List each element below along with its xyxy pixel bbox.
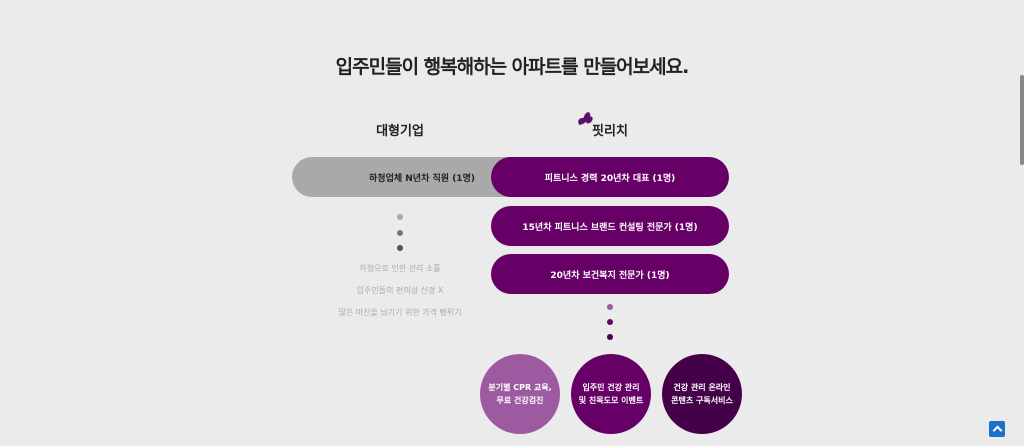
service-circle: 입주민 건강 관리 및 친목도모 이벤트 (571, 354, 651, 434)
dot-icon (607, 319, 613, 325)
drawback-note: 많은 마진을 남기기 위한 가격 뻥튀기 (338, 308, 462, 317)
scrollbar[interactable] (1020, 75, 1024, 165)
drawback-note: 하청으로 인한 관리 소홀 (359, 264, 441, 273)
large-company-heading: 대형기업 (376, 124, 424, 139)
dot-icon (607, 334, 613, 340)
page-title: 입주민들이 행복해하는 아파트를 만들어보세요. (335, 56, 690, 78)
fitrich-heading: 핏리치 (592, 124, 628, 139)
fitrich-staff-pill: 15년차 피트니스 브랜드 컨설팅 전문가 (1명) (491, 206, 729, 246)
dot-icon (397, 214, 403, 220)
service-circle: 건강 관리 온라인 콘텐츠 구독서비스 (662, 354, 742, 434)
dot-icon (397, 245, 403, 251)
fitrich-staff-pill: 20년차 보건복지 전문가 (1명) (491, 254, 729, 294)
drawback-note: 입주민들의 편의성 신경 X (356, 286, 444, 295)
dot-icon (397, 230, 403, 236)
scroll-to-top-button[interactable] (989, 421, 1005, 437)
dot-icon (607, 304, 613, 310)
fitrich-staff-pill: 피트니스 경력 20년차 대표 (1명) (491, 157, 729, 197)
service-circle: 분기별 CPR 교육, 무료 건강검진 (480, 354, 560, 434)
